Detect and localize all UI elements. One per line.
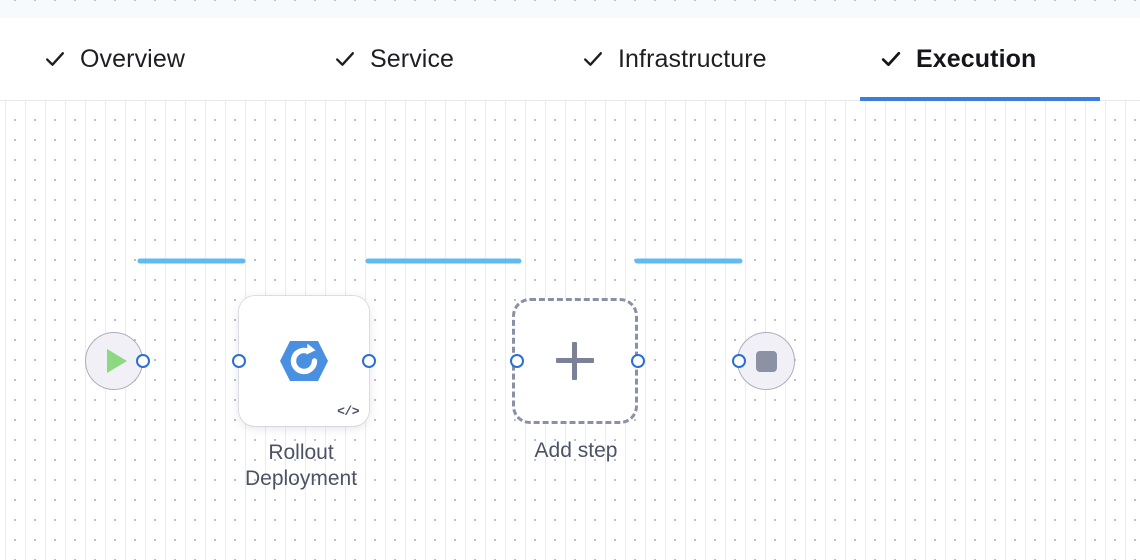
tab-service[interactable]: Service xyxy=(314,18,474,100)
pipeline-graph: </> Rollout Deployment Add step xyxy=(0,100,1140,560)
rollout-output-handle[interactable] xyxy=(362,354,376,368)
end-node-circle[interactable] xyxy=(737,332,795,390)
node-label-add-step: Add step xyxy=(534,439,618,462)
code-icon: </> xyxy=(337,404,359,419)
plus-icon xyxy=(556,342,594,380)
canvas-top-strip xyxy=(0,0,1140,18)
rollout-deployment-card[interactable]: </> xyxy=(239,296,369,426)
tab-active-underline xyxy=(860,97,1100,101)
node-label-rollout-deployment: Rollout Deployment xyxy=(244,441,358,491)
add-step-input-handle[interactable] xyxy=(510,354,524,368)
add-step-output-handle[interactable] xyxy=(631,354,645,368)
pipeline-stage-tabs: Overview Service Infrastructure xyxy=(0,18,1140,101)
start-node-circle[interactable] xyxy=(85,332,143,390)
check-icon xyxy=(582,48,604,70)
tab-infrastructure-label: Infrastructure xyxy=(618,44,767,73)
stop-icon xyxy=(755,350,777,372)
tab-overview[interactable]: Overview xyxy=(24,18,205,100)
node-end[interactable] xyxy=(737,332,795,390)
tab-service-label: Service xyxy=(370,44,455,73)
check-icon xyxy=(44,48,66,70)
check-icon xyxy=(334,48,356,70)
tab-execution-label: Execution xyxy=(916,44,1037,73)
tab-execution[interactable]: Execution xyxy=(860,18,1100,101)
end-input-handle[interactable] xyxy=(732,354,746,368)
add-step-card[interactable] xyxy=(512,298,638,424)
check-icon xyxy=(880,48,902,70)
node-add-step[interactable] xyxy=(512,298,638,424)
rollout-input-handle[interactable] xyxy=(232,354,246,368)
rollout-deployment-icon xyxy=(276,333,332,389)
node-rollout-deployment[interactable]: </> xyxy=(239,296,369,426)
tab-infrastructure[interactable]: Infrastructure xyxy=(562,18,787,100)
start-output-handle[interactable] xyxy=(136,354,150,368)
node-start[interactable] xyxy=(85,332,143,390)
tab-overview-label: Overview xyxy=(80,44,185,73)
play-icon xyxy=(107,349,127,373)
